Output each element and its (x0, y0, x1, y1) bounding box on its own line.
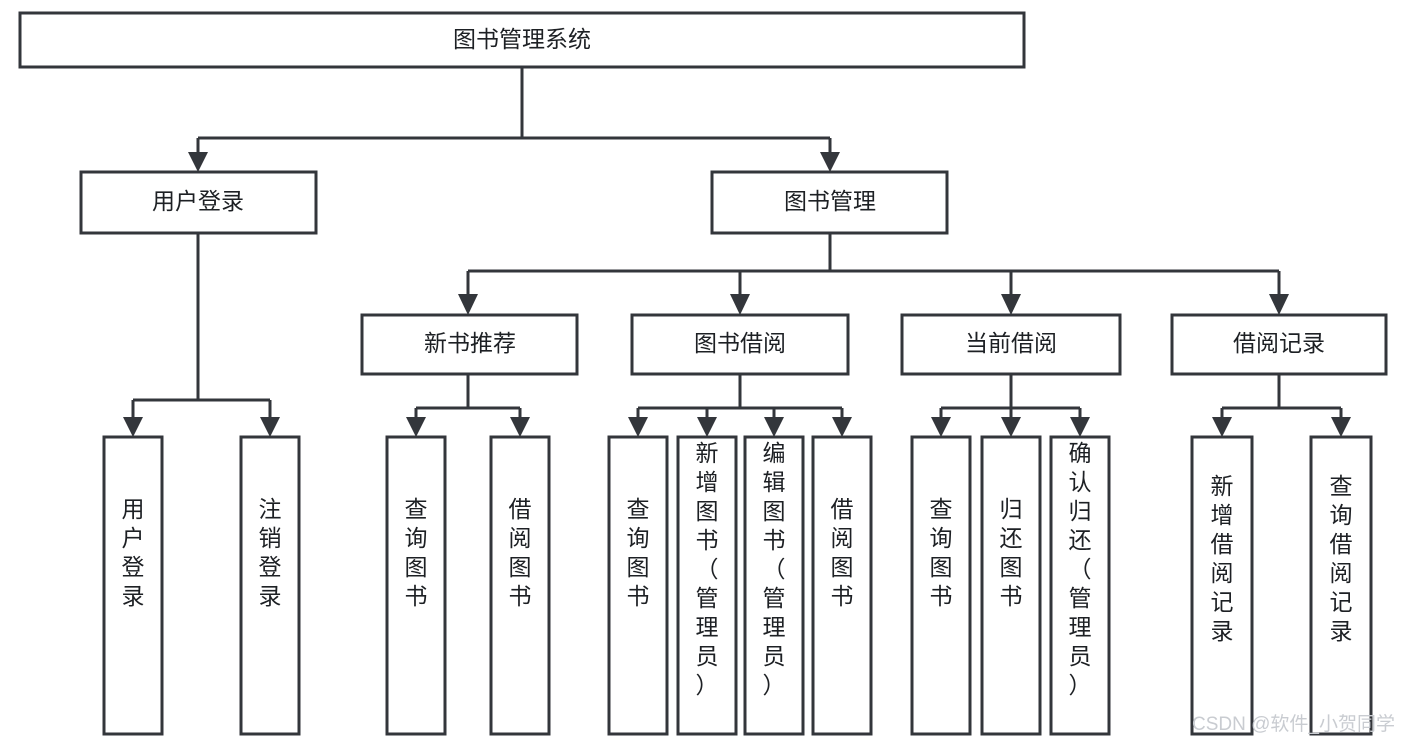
arrow-to-leaf-borrow-book-1 (510, 417, 530, 437)
leaf-edit-book-box[interactable] (743, 435, 805, 736)
leaf-query-book-3-label: 查询图书 (930, 496, 953, 609)
connector-layer (123, 67, 1351, 437)
leaf-add-book-label: 新增图书（管理员） (696, 440, 719, 698)
node-book-borrow-label: 图书借阅 (694, 330, 786, 356)
leaf-borrow-book-1-label: 借阅图书 (509, 496, 532, 609)
arrow-to-borrow (730, 294, 750, 315)
leaf-confirm-return[interactable]: 确认归还（管理员） (1049, 435, 1111, 736)
node-root[interactable]: 图书管理系统 (18, 11, 1026, 69)
leaf-borrow-book-2-label: 借阅图书 (831, 496, 854, 609)
arrow-to-leaf-query-book-2 (628, 417, 648, 437)
arrow-to-user-login (188, 152, 208, 172)
leaf-edit-book-label: 编辑图书（管理员） (763, 440, 786, 698)
node-user-login-label: 用户登录 (152, 188, 244, 214)
node-root-label: 图书管理系统 (453, 26, 591, 52)
arrow-to-leaf-query-book-3 (931, 417, 951, 437)
leaf-add-record-box[interactable] (1190, 435, 1254, 736)
node-new-book-recommend[interactable]: 新书推荐 (360, 313, 579, 376)
node-borrow-records[interactable]: 借阅记录 (1170, 313, 1388, 376)
arrow-to-leaf-add-book (697, 417, 717, 437)
leaf-add-book[interactable]: 新增图书（管理员） (676, 435, 738, 736)
arrow-to-leaf-query-record (1331, 417, 1351, 437)
leaf-add-book-box[interactable] (676, 435, 738, 736)
leaf-confirm-return-box[interactable] (1049, 435, 1111, 736)
leaf-query-book-1[interactable]: 查询图书 (385, 435, 447, 736)
leaf-query-book-2[interactable]: 查询图书 (607, 435, 669, 736)
arrow-to-records (1269, 294, 1289, 315)
leaf-add-record-label: 新增借阅记录 (1211, 473, 1234, 644)
leaf-borrow-book-1[interactable]: 借阅图书 (489, 435, 551, 736)
arrow-to-leaf-query-book-1 (406, 417, 426, 437)
node-new-book-recommend-label: 新书推荐 (424, 330, 516, 356)
connector-newbook-bus (414, 374, 522, 423)
leaf-edit-book[interactable]: 编辑图书（管理员） (743, 435, 805, 736)
arrow-to-leaf-confirm-return (1070, 417, 1090, 437)
leaf-query-record[interactable]: 查询借阅记录 (1309, 435, 1373, 736)
node-new-book-recommend-box[interactable] (360, 313, 579, 376)
leaf-user-logout[interactable]: 注销登录 (239, 435, 301, 736)
leaf-borrow-book-2[interactable]: 借阅图书 (811, 435, 873, 736)
node-root-box[interactable] (18, 11, 1026, 69)
connector-current-bus (939, 374, 1082, 423)
arrow-to-new-book (458, 294, 478, 315)
arrow-to-leaf-edit-book (764, 417, 784, 437)
node-user-login-box[interactable] (79, 170, 318, 235)
connector-borrow-bus (636, 374, 844, 423)
leaf-return-book[interactable]: 归还图书 (980, 435, 1042, 736)
node-current-borrow[interactable]: 当前借阅 (900, 313, 1122, 376)
node-book-management-box[interactable] (710, 170, 949, 235)
leaf-confirm-return-label: 确认归还（管理员） (1069, 440, 1092, 698)
leaf-query-book-2-label: 查询图书 (627, 496, 650, 609)
leaf-query-book-1-box[interactable] (385, 435, 447, 736)
node-book-management[interactable]: 图书管理 (710, 170, 949, 235)
leaf-user-login[interactable]: 用户登录 (102, 435, 164, 736)
node-borrow-records-label: 借阅记录 (1233, 330, 1325, 356)
leaf-query-book-3-box[interactable] (910, 435, 972, 736)
arrow-to-leaf-user-logout (260, 417, 280, 437)
leaf-user-login-label: 用户登录 (122, 496, 145, 609)
leaf-user-login-box[interactable] (102, 435, 164, 736)
arrow-to-leaf-return-book (1001, 417, 1021, 437)
leaf-add-record[interactable]: 新增借阅记录 (1190, 435, 1254, 736)
leaf-borrow-book-1-box[interactable] (489, 435, 551, 736)
connector-root-bus (196, 67, 832, 158)
node-current-borrow-box[interactable] (900, 313, 1122, 376)
connector-login-bus (131, 233, 272, 423)
leaf-user-logout-label: 注销登录 (259, 496, 282, 609)
leaf-return-book-label: 归还图书 (1000, 496, 1023, 609)
node-borrow-records-box[interactable] (1170, 313, 1388, 376)
leaf-borrow-book-2-box[interactable] (811, 435, 873, 736)
leaf-user-logout-box[interactable] (239, 435, 301, 736)
leaf-query-book-3[interactable]: 查询图书 (910, 435, 972, 736)
node-user-login[interactable]: 用户登录 (79, 170, 318, 235)
arrow-to-leaf-user-login (123, 417, 143, 437)
connector-records-bus (1220, 374, 1343, 423)
connector-bookmgmt-bus (466, 233, 1281, 300)
leaf-query-book-1-label: 查询图书 (405, 496, 428, 609)
node-book-borrow-box[interactable] (630, 313, 850, 376)
arrow-to-current (1001, 294, 1021, 315)
leaf-query-record-label: 查询借阅记录 (1330, 473, 1353, 644)
arrow-to-leaf-add-record (1212, 417, 1232, 437)
arrow-to-book-mgmt (820, 152, 840, 172)
leaf-query-book-2-box[interactable] (607, 435, 669, 736)
node-book-borrow[interactable]: 图书借阅 (630, 313, 850, 376)
node-current-borrow-label: 当前借阅 (965, 330, 1057, 356)
leaf-return-book-box[interactable] (980, 435, 1042, 736)
leaf-query-record-box[interactable] (1309, 435, 1373, 736)
csdn-watermark: CSDN @软件_小贺同学 (1192, 713, 1395, 735)
arrow-to-leaf-borrow-book-2 (832, 417, 852, 437)
node-book-management-label: 图书管理 (784, 188, 876, 214)
